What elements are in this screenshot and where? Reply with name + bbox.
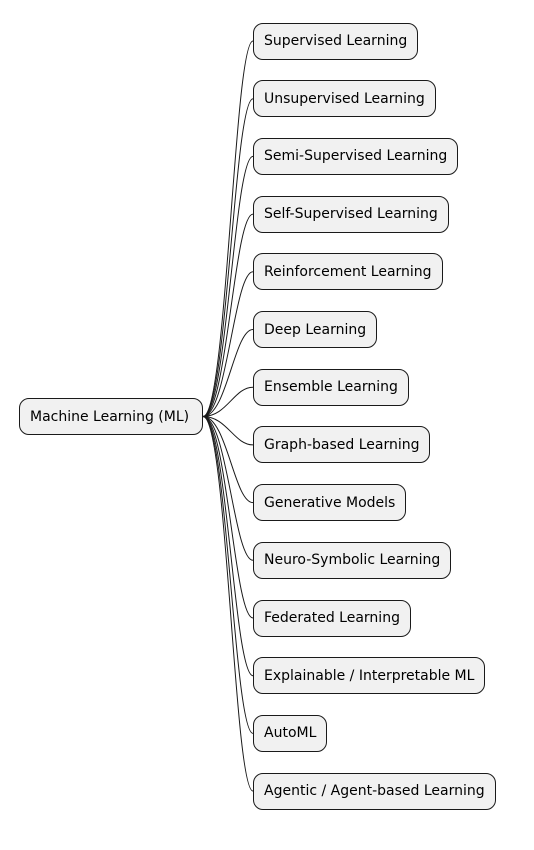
root-node: Machine Learning (ML) <box>19 398 203 435</box>
child-node-label: Ensemble Learning <box>264 379 398 396</box>
connector-federated-learning <box>202 416 254 619</box>
child-node-automl: AutoML <box>253 714 328 752</box>
connector-graph-based-learning <box>202 416 254 446</box>
child-node-graph-based-learning: Graph-based Learning <box>253 426 431 464</box>
connector-unsupervised-learning <box>202 98 254 417</box>
connector-reinforcement-learning <box>202 271 254 417</box>
child-node-ensemble-learning: Ensemble Learning <box>253 368 409 406</box>
child-node-explainable-interpretable-ml: Explainable / Interpretable ML <box>253 657 486 695</box>
child-node-label: Self-Supervised Learning <box>264 206 438 223</box>
child-node-unsupervised-learning: Unsupervised Learning <box>253 80 436 118</box>
child-node-label: AutoML <box>264 725 317 742</box>
connector-ensemble-learning <box>202 386 254 417</box>
child-node-label: Reinforcement Learning <box>264 263 432 280</box>
child-node-label: Neuro-Symbolic Learning <box>264 552 441 569</box>
child-node-reinforcement-learning: Reinforcement Learning <box>253 253 443 291</box>
child-node-label: Federated Learning <box>264 610 400 626</box>
connector-neuro-symbolic-learning <box>202 416 254 561</box>
root-node-label: Machine Learning (ML) <box>30 408 190 425</box>
connector-deep-learning <box>202 329 254 417</box>
child-node-label: Agentic / Agent-based Learning <box>264 783 485 800</box>
child-node-label: Supervised Learning <box>264 33 408 49</box>
child-node-agentic-agent-based-learning: Agentic / Agent-based Learning <box>253 772 496 810</box>
child-node-self-supervised-learning: Self-Supervised Learning <box>253 195 449 233</box>
child-node-deep-learning: Deep Learning <box>253 311 378 348</box>
child-node-neuro-symbolic-learning: Neuro-Symbolic Learning <box>253 541 452 579</box>
connector-supervised-learning <box>202 40 254 417</box>
connector-explainable-interpretable-ml <box>202 416 254 677</box>
connector-generative-models <box>202 416 254 504</box>
connector-automl <box>202 416 254 734</box>
child-node-semi-supervised-learning: Semi-Supervised Learning <box>253 137 459 175</box>
child-node-generative-models: Generative Models <box>253 484 407 522</box>
child-node-label: Unsupervised Learning <box>264 90 425 107</box>
connector-self-supervised-learning <box>202 213 254 417</box>
connector-semi-supervised-learning <box>202 155 254 417</box>
child-node-label: Generative Models <box>264 494 396 511</box>
child-node-label: Semi-Supervised Learning <box>264 148 448 165</box>
child-node-label: Explainable / Interpretable ML <box>264 667 475 684</box>
connector-agentic-agent-based-learning <box>202 416 254 792</box>
child-node-label: Deep Learning <box>264 321 367 338</box>
child-node-supervised-learning: Supervised Learning <box>253 22 419 60</box>
child-node-label: Graph-based Learning <box>264 436 420 453</box>
child-node-federated-learning: Federated Learning <box>253 599 411 637</box>
